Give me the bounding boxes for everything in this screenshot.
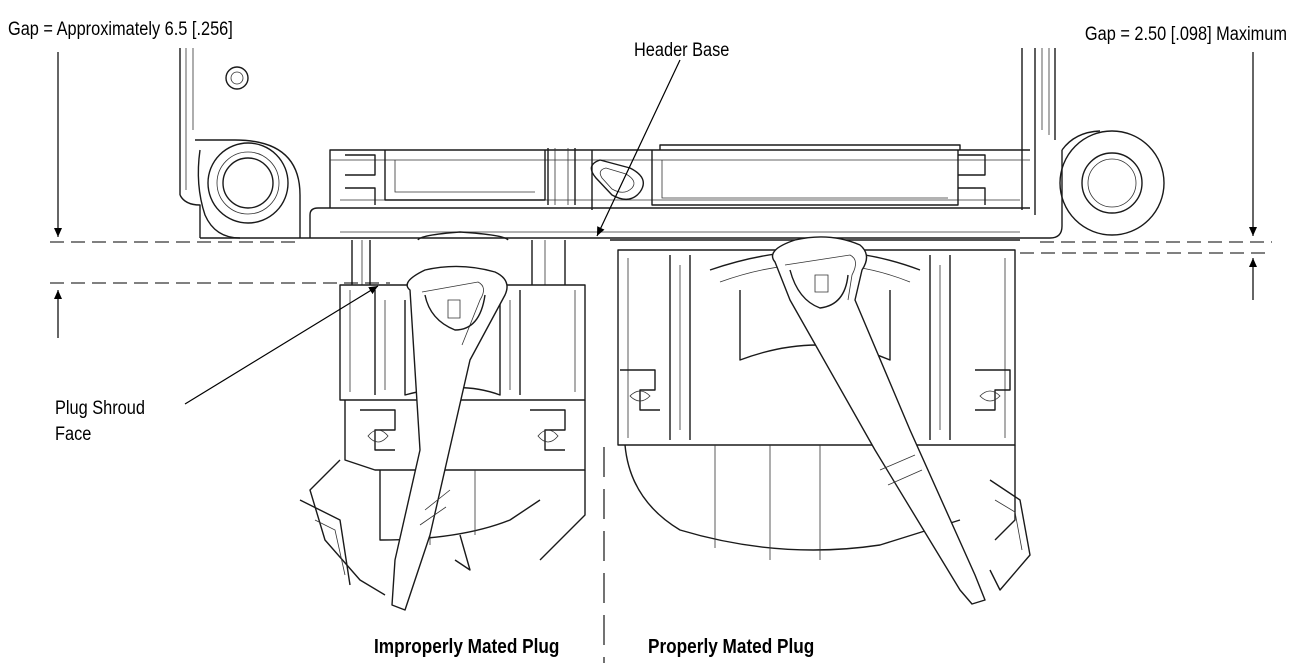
plug-shroud-label-line1: Plug Shroud xyxy=(55,398,145,419)
improper-plug-caption: Improperly Mated Plug xyxy=(374,636,560,658)
proper-plug-caption: Properly Mated Plug xyxy=(648,636,815,658)
annotations xyxy=(50,52,1272,663)
gap-right-label: Gap = 2.50 [.098] Maximum xyxy=(1084,24,1287,45)
plug-shroud-label-line2: Face xyxy=(55,424,92,445)
gap-left-label: Gap = Approximately 6.5 [.256] xyxy=(8,19,233,40)
header-housing xyxy=(179,48,1165,239)
proper-plug-body xyxy=(610,236,1031,605)
header-base-label: Header Base xyxy=(634,40,730,61)
improper-plug-body xyxy=(299,231,586,611)
